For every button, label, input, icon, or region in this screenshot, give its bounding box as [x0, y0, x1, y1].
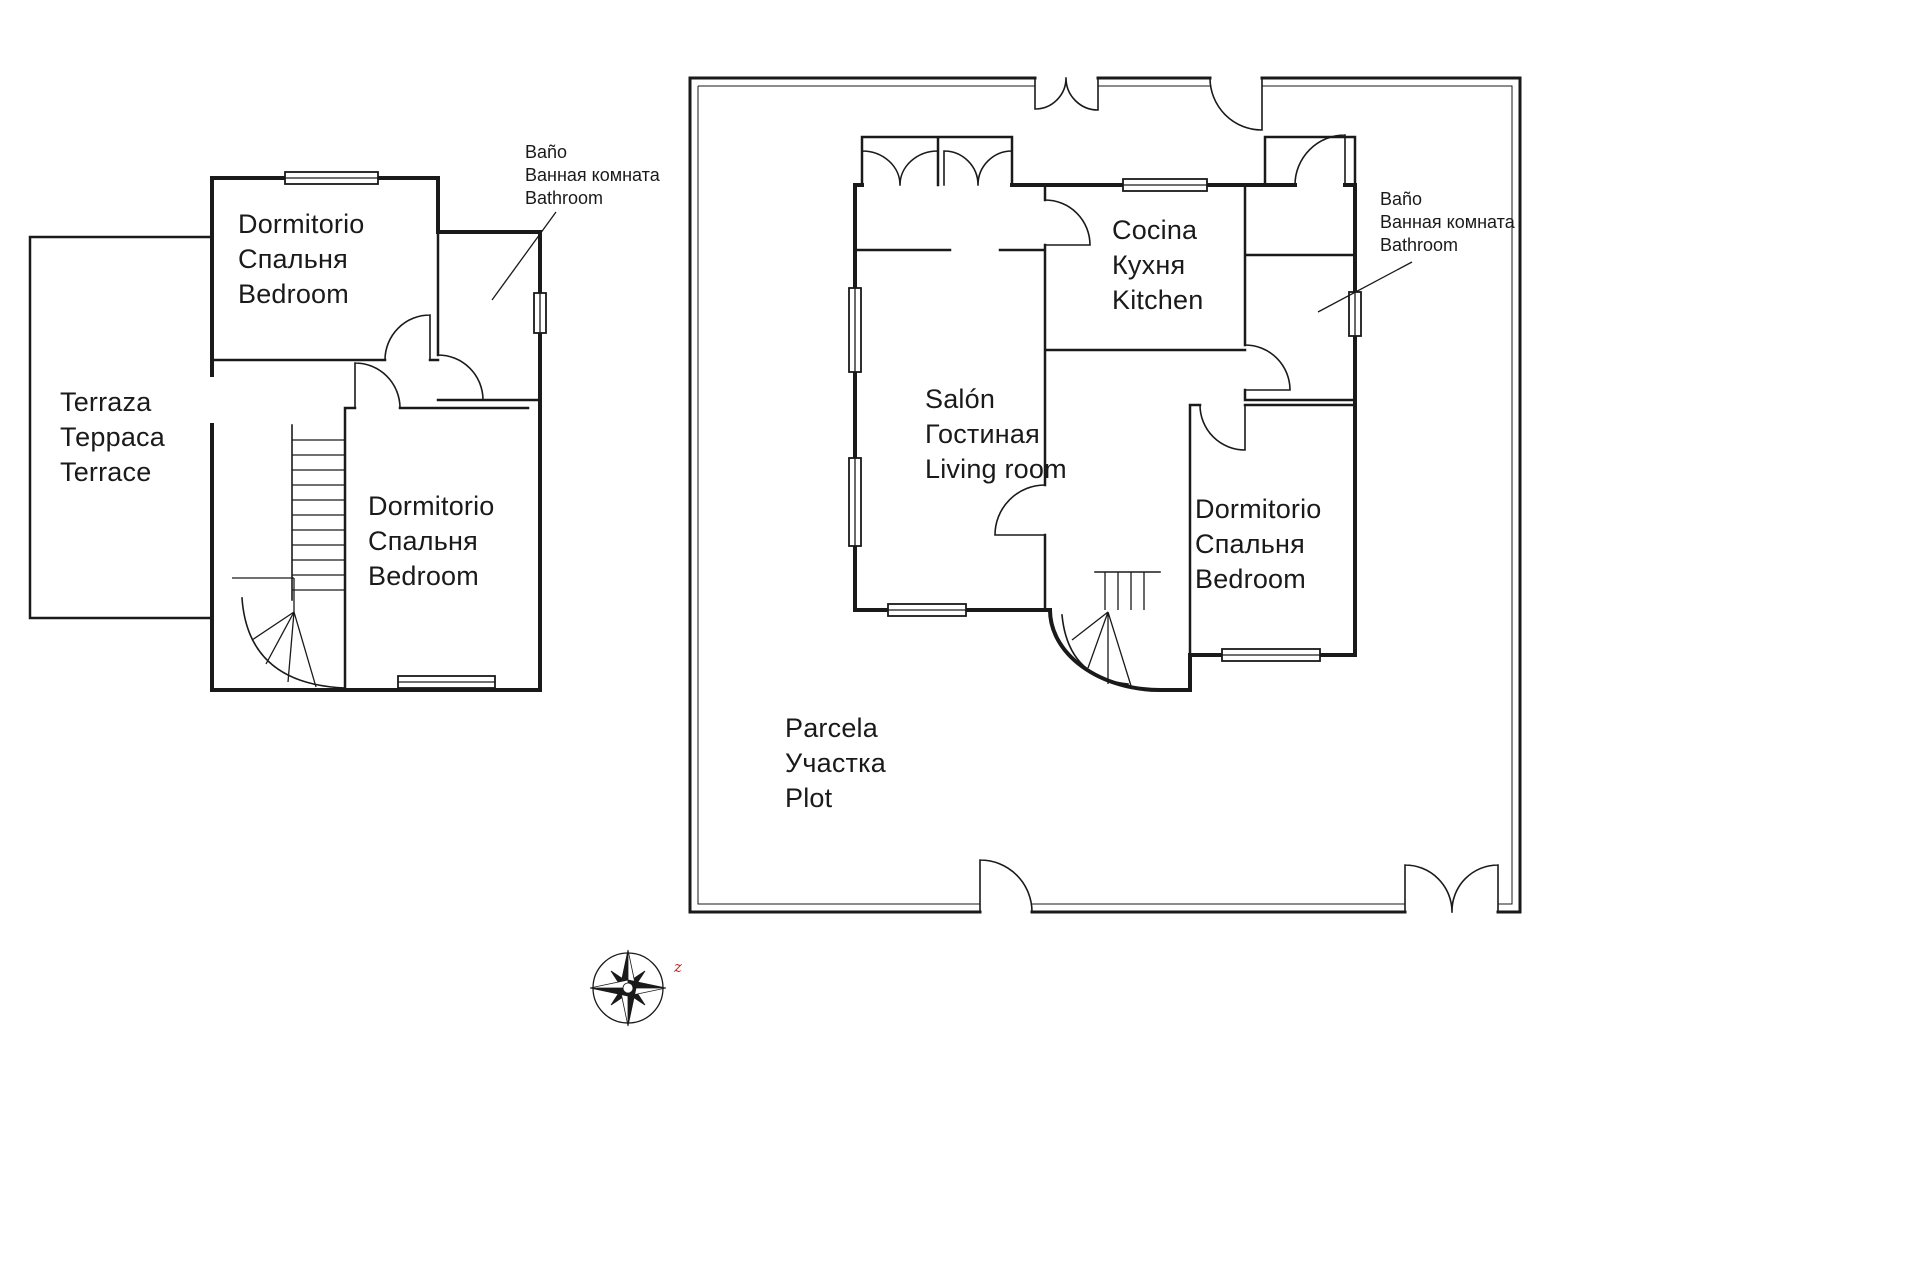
upper-doors	[354, 314, 484, 409]
label-line: Parcela	[785, 713, 878, 743]
compass-north-marker: z	[673, 958, 682, 976]
house-porch-walls	[860, 135, 1357, 187]
label-line: Salón	[925, 384, 996, 414]
note-line: Bathroom	[525, 188, 604, 208]
label-line: Bedroom	[238, 279, 349, 309]
ground-bathroom-leader-line	[1317, 261, 1413, 313]
plot-boundary	[688, 76, 1522, 914]
upper-floor-plan	[28, 171, 557, 692]
label-line: Спальня	[238, 244, 348, 274]
upper-stairs	[232, 424, 346, 689]
ground-floor-plan	[688, 76, 1522, 914]
label-kitchen: Cocina Кухня Kitchen	[1112, 213, 1203, 318]
label-ground-bedroom: Dormitorio Спальня Bedroom	[1195, 492, 1322, 597]
upper-windows	[284, 171, 547, 689]
label-line: Dormitorio	[368, 491, 495, 521]
note-line: Ванная комната	[525, 165, 660, 185]
note-line: Baño	[525, 142, 568, 162]
label-line: Кухня	[1112, 250, 1186, 280]
label-line: Спальня	[368, 526, 478, 556]
label-line: Bedroom	[1195, 564, 1306, 594]
label-line: Dormitorio	[238, 209, 365, 239]
label-line: Terraza	[60, 387, 152, 417]
house-stairs	[1061, 571, 1161, 690]
label-line: Kitchen	[1112, 285, 1204, 315]
label-upper-bedroom-top: Dormitorio Спальня Bedroom	[238, 207, 365, 312]
house-doors	[861, 134, 1346, 536]
label-line: Участка	[785, 748, 886, 778]
label-living-room: Salón Гостиная Living room	[925, 382, 1067, 487]
label-line: Гостиная	[925, 419, 1040, 449]
label-line: Bedroom	[368, 561, 479, 591]
plot-boundary-inner-line	[697, 85, 1513, 905]
note-line: Ванная комната	[1380, 212, 1515, 232]
label-line: Plot	[785, 783, 833, 813]
compass-rose: z	[589, 949, 682, 1027]
house-interior-walls	[853, 183, 1357, 657]
note-line: Bathroom	[1380, 235, 1459, 255]
note-line: Baño	[1380, 189, 1423, 209]
label-line: Терраса	[60, 422, 165, 452]
note-upper-bathroom: Baño Ванная комната Bathroom	[525, 141, 660, 210]
terrace-walls	[28, 235, 214, 620]
note-ground-bathroom: Baño Ванная комната Bathroom	[1380, 188, 1515, 257]
upper-interior-walls	[210, 230, 542, 690]
label-terrace: Terraza Терраса Terrace	[60, 385, 165, 490]
label-upper-bedroom-bottom: Dormitorio Спальня Bedroom	[368, 489, 495, 594]
label-line: Terrace	[60, 457, 152, 487]
upper-exterior-walls	[210, 176, 542, 692]
label-plot: Parcela Участка Plot	[785, 711, 886, 816]
house-windows	[848, 178, 1362, 662]
label-line: Спальня	[1195, 529, 1305, 559]
label-line: Cocina	[1112, 215, 1198, 245]
upper-bathroom-leader-line	[491, 211, 557, 301]
label-line: Dormitorio	[1195, 494, 1322, 524]
label-line: Living room	[925, 454, 1067, 484]
plot-gates	[979, 77, 1499, 913]
